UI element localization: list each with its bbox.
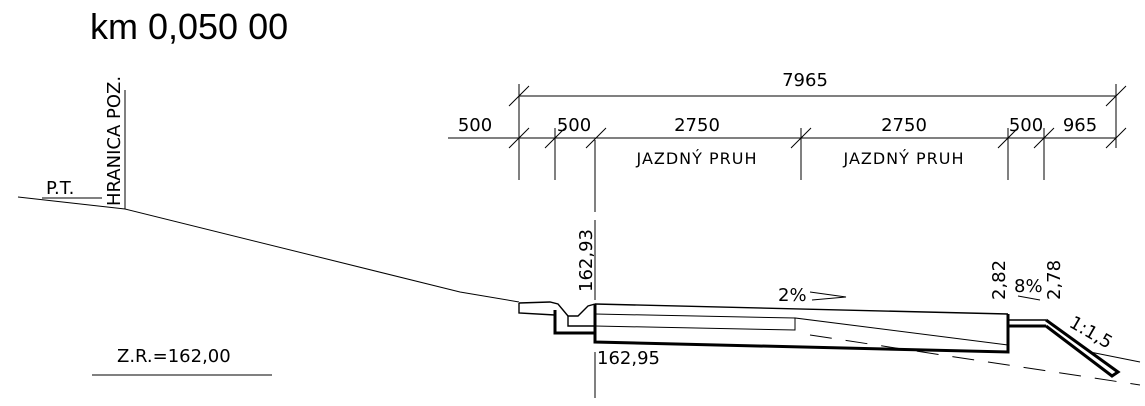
tick-6	[1033, 127, 1055, 149]
ditch-lining	[567, 316, 595, 327]
base-layer-line	[594, 313, 796, 319]
terrain-label: P.T.	[46, 178, 74, 199]
road-structure	[518, 301, 1121, 378]
dim-500-a: 500	[458, 115, 492, 136]
dim-500-b: 500	[557, 115, 591, 136]
dim-965: 965	[1063, 115, 1097, 136]
lane-label-right: JAZDNÝ PRUH	[843, 149, 965, 168]
road-axis: 162,93 162,95	[576, 140, 660, 398]
ditch-bottom	[553, 310, 595, 335]
dim-2750-b: 2750	[881, 115, 927, 136]
dimension-lines: 7965 500 500 2750 2750 500 965 JAZDNÝ PR…	[448, 70, 1127, 180]
tick-total-start	[508, 85, 530, 107]
terrain-line-left	[17, 196, 520, 303]
pavement-structure	[593, 304, 1010, 354]
shoulder-surface	[1007, 314, 1046, 321]
lane-label-left: JAZDNÝ PRUH	[636, 149, 758, 168]
crossfall-arrow	[809, 291, 847, 301]
shoulder-slope-arrow	[1017, 295, 1041, 301]
station-title: km 0,050 00	[90, 6, 289, 47]
tick-1	[508, 127, 530, 149]
shoulder-elevation-right: 2,78	[1044, 260, 1065, 300]
tick-4	[790, 127, 812, 149]
axis-top-elevation: 162,93	[576, 229, 597, 292]
crossfall-label: 2%	[778, 285, 807, 306]
tick-5	[997, 127, 1019, 149]
shoulder-slope-label: 8%	[1014, 276, 1043, 297]
road-surface	[594, 303, 1009, 315]
dim-total: 7965	[782, 70, 828, 91]
tick-2	[544, 127, 566, 149]
embankment-slope	[1045, 318, 1121, 378]
terrain-line-right-end	[1089, 351, 1141, 363]
subbase-line	[594, 317, 1009, 346]
reference-level-label: Z.R.=162,00	[117, 346, 231, 367]
axis-bottom-elevation: 162,95	[597, 348, 660, 369]
terrain-line-right	[809, 334, 1141, 386]
terrain: P.T. HRANICA POZ.	[17, 76, 1141, 386]
boundary-label: HRANICA POZ.	[104, 76, 125, 206]
tick-total-end	[1105, 85, 1127, 107]
tick-3	[585, 127, 607, 149]
tick-7	[1105, 127, 1127, 149]
shoulder-elevation-left: 2,82	[989, 260, 1010, 300]
dim-2750-a: 2750	[674, 115, 720, 136]
left-verge	[518, 303, 556, 316]
dim-500-c: 500	[1009, 115, 1043, 136]
